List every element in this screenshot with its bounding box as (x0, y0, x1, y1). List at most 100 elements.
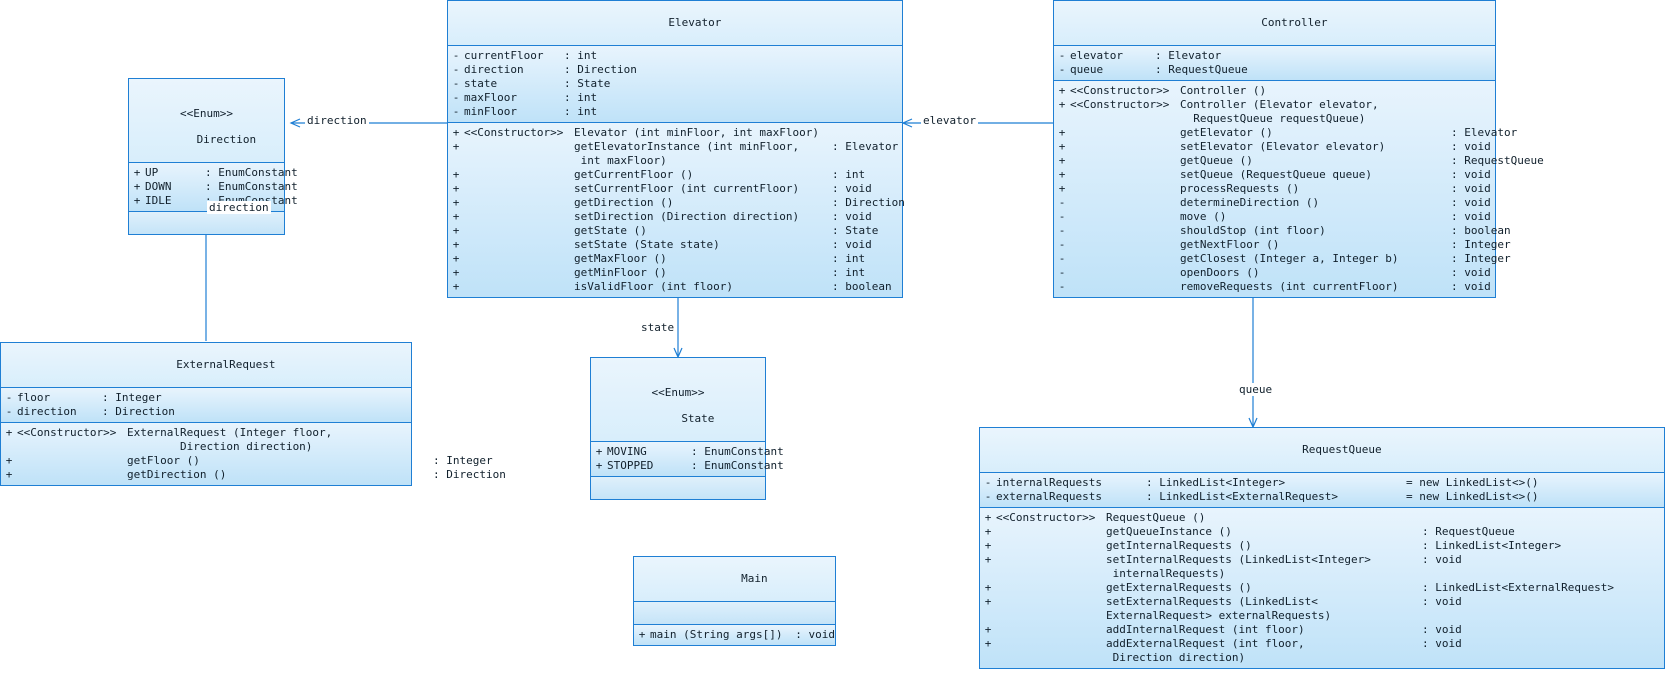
method-row: +getElevator (): Elevator (1054, 126, 1518, 140)
edge-label-direction-externalrequest: direction (207, 201, 271, 214)
method-signature: getMinFloor () (574, 266, 667, 279)
attribute-name: currentFloor (464, 49, 544, 62)
visibility-marker: - (1058, 266, 1066, 279)
method-return-type: : int (832, 252, 866, 265)
method-row: +getElevatorInstance (int minFloor, int … (448, 140, 902, 168)
methods-compartment-direction (129, 212, 284, 234)
method-row: +<<Constructor>>Elevator (int minFloor, … (448, 126, 902, 140)
visibility-marker: - (1058, 63, 1066, 76)
visibility-marker: - (1058, 224, 1066, 237)
edge-label-controller-elevator: elevator (921, 114, 978, 127)
method-signature: setElevator (Elevator elevator) (1180, 140, 1386, 153)
method-signature: processRequests () (1180, 182, 1300, 195)
class-box-direction[interactable]: <<Enum>> Direction +UP: EnumConstant+DOW… (128, 78, 298, 235)
class-box-main[interactable]: Main +main (String args[]): void (633, 556, 836, 646)
class-box-controller[interactable]: Controller -elevator: Elevator-queue: Re… (1053, 0, 1544, 298)
attribute-type: : RequestQueue (1155, 63, 1248, 76)
method-signature: setDirection (Direction direction) (574, 210, 800, 223)
method-return-type: : void (1422, 637, 1462, 650)
visibility-marker: - (5, 405, 13, 418)
visibility-marker: + (1058, 182, 1066, 195)
class-box-state[interactable]: <<Enum>> State +MOVING: EnumConstant+STO… (590, 357, 784, 500)
attribute-name: elevator (1070, 49, 1123, 62)
attribute-name: direction (17, 405, 77, 418)
method-return-type: : void (832, 210, 872, 223)
attribute-type: : EnumConstant (691, 445, 784, 458)
method-return-type: : void (1451, 140, 1491, 153)
attributes-compartment-main (634, 602, 835, 625)
visibility-marker: + (452, 210, 460, 223)
method-return-type: : RequestQueue (1451, 154, 1544, 167)
method-signature: getExternalRequests () (1106, 581, 1252, 594)
method-row: +processRequests (): void (1054, 182, 1495, 196)
method-row: +getDirection (): Direction (1, 468, 506, 482)
method-row: +isValidFloor (int floor): boolean (448, 280, 902, 294)
method-row: -getNextFloor (): Integer (1054, 238, 1511, 252)
visibility-marker: - (1058, 280, 1066, 293)
method-return-type: : LinkedList<Integer> (1422, 539, 1562, 552)
attribute-name: DOWN (145, 180, 172, 193)
visibility-marker: + (452, 280, 460, 293)
attribute-row: +DOWN: EnumConstant (129, 180, 298, 194)
attribute-type: : Elevator (1155, 49, 1222, 62)
attribute-name: internalRequests (996, 476, 1102, 489)
method-stereotype: <<Constructor>> (1070, 98, 1170, 111)
visibility-marker: + (638, 628, 646, 641)
method-row: +getDirection (): Direction (448, 196, 905, 210)
method-row: +<<Constructor>>RequestQueue () (980, 511, 1664, 525)
method-signature: getDirection () (574, 196, 674, 209)
attribute-row: -queue : RequestQueue (1054, 63, 1495, 77)
method-signature: getState () (574, 224, 647, 237)
method-signature: isValidFloor (int floor) (574, 280, 733, 293)
visibility-marker: - (1058, 49, 1066, 62)
visibility-marker: - (984, 490, 992, 503)
method-signature: Controller (Elevator elevator, RequestQu… (1180, 98, 1379, 125)
visibility-marker: + (984, 595, 992, 608)
method-return-type: : Elevator (1451, 126, 1518, 139)
visibility-marker: + (984, 511, 992, 524)
attribute-type: : int (564, 49, 598, 62)
method-signature: openDoors () (1180, 266, 1260, 279)
method-return-type: : Integer (1451, 238, 1511, 251)
attribute-name: queue (1070, 63, 1104, 76)
class-box-elevator[interactable]: Elevator -currentFloor: int-direction: D… (447, 0, 905, 298)
method-return-type: : void (1451, 196, 1491, 209)
method-return-type: : Direction (433, 468, 506, 481)
method-signature: getCurrentFloor () (574, 168, 694, 181)
method-signature: setInternalRequests (LinkedList<Integer>… (1106, 553, 1371, 580)
attribute-row: -direction: Direction (1, 405, 411, 419)
visibility-marker: + (452, 196, 460, 209)
method-return-type: : State (832, 224, 879, 237)
class-stereotype-state: <<Enum>> (651, 386, 705, 399)
method-return-type: : Integer (1451, 252, 1511, 265)
method-signature: addExternalRequest (int floor, Direction… (1106, 637, 1305, 664)
class-box-request-queue[interactable]: RequestQueue -internalRequests: LinkedLi… (979, 427, 1665, 669)
visibility-marker: + (595, 459, 603, 472)
method-return-type: : RequestQueue (1422, 525, 1515, 538)
method-row: +setCurrentFloor (int currentFloor): voi… (448, 182, 902, 196)
method-row: +setQueue (RequestQueue queue): void (1054, 168, 1495, 182)
class-title-main: Main (634, 557, 835, 602)
visibility-marker: + (452, 266, 460, 279)
visibility-marker: + (595, 445, 603, 458)
attribute-name: IDLE (145, 194, 172, 207)
attribute-type: : EnumConstant (691, 459, 784, 472)
method-signature: getElevator () (1180, 126, 1273, 139)
visibility-marker: + (1058, 168, 1066, 181)
attributes-compartment-request-queue: -internalRequests: LinkedList<Integer>= … (980, 473, 1664, 508)
method-signature: getElevatorInstance (int minFloor, int m… (574, 140, 800, 167)
visibility-marker: - (984, 476, 992, 489)
method-signature: Controller () (1180, 84, 1267, 97)
method-signature: main (String args[]) (650, 628, 783, 641)
attribute-row: -internalRequests: LinkedList<Integer>= … (980, 476, 1664, 490)
class-name-request-queue: RequestQueue (1302, 443, 1382, 456)
class-box-external-request[interactable]: ExternalRequest -floor: Integer-directio… (0, 342, 506, 486)
method-return-type: : boolean (1451, 224, 1511, 237)
class-title-direction: <<Enum>> Direction (129, 79, 284, 163)
visibility-marker: - (5, 391, 13, 404)
method-row: -determineDirection (): void (1054, 196, 1495, 210)
method-row: +getCurrentFloor (): int (448, 168, 902, 182)
attribute-type: : EnumConstant (205, 180, 298, 193)
method-signature: setQueue (RequestQueue queue) (1180, 168, 1373, 181)
method-signature: ExternalRequest (Integer floor, Directio… (127, 426, 333, 453)
